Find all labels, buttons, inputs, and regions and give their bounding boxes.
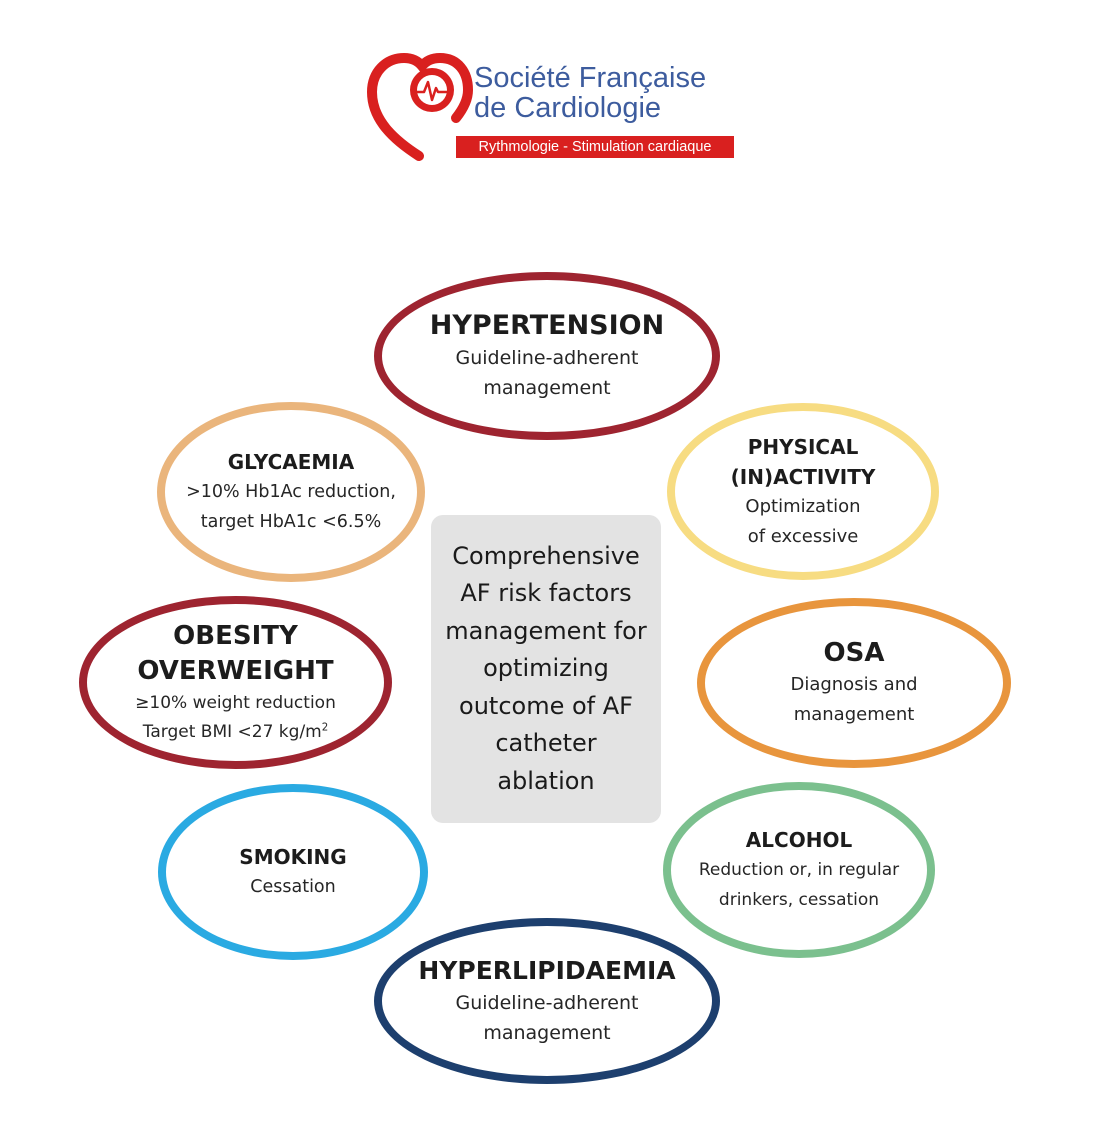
hyperlipidaemia-title: HYPERLIPIDAEMIA [418, 956, 676, 985]
obesity-title-line1: OBESITY [173, 620, 298, 651]
heart-logo-icon [366, 52, 474, 161]
center-summary-box: Comprehensive AF risk factors management… [431, 515, 661, 823]
hypertension-title: HYPERTENSION [429, 310, 665, 341]
osa-title: OSA [823, 638, 885, 668]
oval-hyperlipidaemia: HYPERLIPIDAEMIA Guideline-adherent manag… [374, 918, 720, 1084]
hypertension-desc-line2: management [483, 377, 611, 399]
logo-title-line2: de Cardiologie [474, 92, 662, 124]
oval-osa: OSA Diagnosis and management [697, 598, 1011, 768]
alcohol-desc-line2: drinkers, cessation [718, 890, 880, 910]
hypertension-desc-line1: Guideline-adherent [455, 347, 639, 369]
osa-desc-line2: management [793, 704, 915, 725]
glycaemia-title: GLYCAEMIA [227, 450, 355, 474]
obesity-title-line2: OVERWEIGHT [137, 655, 334, 686]
hyperlipidaemia-desc-line1: Guideline-adherent [455, 992, 639, 1014]
alcohol-desc-line1: Reduction or, in regular [698, 860, 900, 880]
oval-glycaemia: GLYCAEMIA >10% Hb1Ac reduction, target H… [157, 402, 425, 582]
obesity-desc-sup: 2 [321, 721, 329, 733]
logo-subtitle-bar: Rythmologie - Stimulation cardiaque [456, 136, 734, 158]
oval-physical-inactivity: PHYSICAL (IN)ACTIVITY Optimization of ex… [667, 403, 939, 580]
physical-title-line1: PHYSICAL [747, 434, 859, 459]
smoking-desc-line1: Cessation [250, 877, 336, 897]
physical-title-line2: (IN)ACTIVITY [730, 464, 876, 489]
center-summary-text: Comprehensive AF risk factors management… [445, 541, 647, 795]
physical-desc-line2: of excessive [747, 525, 859, 547]
sfc-logo: Société Française de Cardiologie Rythmol… [364, 52, 744, 164]
hyperlipidaemia-desc-line2: management [483, 1022, 611, 1044]
logo-title-line1: Société Française [474, 62, 707, 94]
oval-hypertension: HYPERTENSION Guideline-adherent manageme… [374, 272, 720, 440]
physical-desc-line1: Optimization [745, 495, 861, 517]
oval-smoking: SMOKING Cessation [158, 784, 428, 960]
osa-desc-line1: Diagnosis and [790, 674, 918, 695]
oval-obesity-overweight: OBESITY OVERWEIGHT ≥10% weight reduction… [79, 596, 392, 769]
glycaemia-desc-line1: >10% Hb1Ac reduction, [186, 482, 396, 502]
oval-alcohol: ALCOHOL Reduction or, in regular drinker… [663, 782, 935, 958]
obesity-desc-line1: ≥10% weight reduction [135, 692, 336, 713]
smoking-title: SMOKING [239, 845, 347, 869]
alcohol-title: ALCOHOL [745, 828, 853, 852]
obesity-desc-line2: Target BMI <27 kg/m [142, 721, 322, 742]
glycaemia-desc-line2: target HbA1c <6.5% [200, 512, 382, 532]
